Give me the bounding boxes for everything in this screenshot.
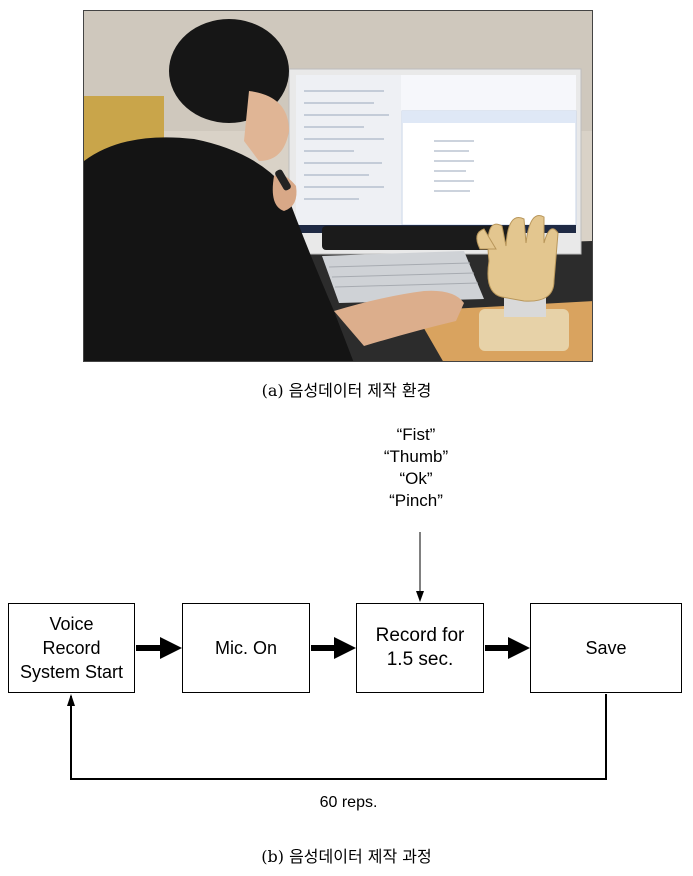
record-box-label: Record for 1.5 sec. [375, 625, 465, 670]
command-word-list: “Fist” “Thumb” “Ok” “Pinch” [316, 424, 516, 512]
voice-record-system-start-box: Voice Record System Start [8, 603, 135, 693]
command-word-ok: “Ok” [399, 469, 433, 488]
mic-on-box: Mic. On [182, 603, 310, 693]
command-word-thumb: “Thumb” [383, 447, 449, 466]
command-word-fist: “Fist” [396, 425, 436, 444]
figure-a-caption: (a) 음성데이터 제작 환경 [261, 381, 432, 400]
save-box-label: Save [585, 638, 627, 658]
record-box: Record for 1.5 sec. [356, 603, 484, 693]
figure-b-caption: (b) 음성데이터 제작 과정 [261, 847, 432, 866]
words-to-record-arrowhead [416, 591, 424, 602]
recording-environment-photo [83, 10, 593, 362]
mic-box-label: Mic. On [214, 638, 277, 658]
repeat-loop-arrowhead [67, 694, 75, 706]
command-word-pinch: “Pinch” [389, 491, 443, 510]
repeat-loop-line [70, 694, 607, 780]
start-to-mic-arrow [136, 637, 182, 659]
save-box: Save [530, 603, 682, 693]
record-to-save-arrow [485, 637, 530, 659]
loop-count-label: 60 reps. [319, 794, 378, 811]
mic-to-record-arrow [311, 637, 356, 659]
start-box-label: Voice Record System Start [19, 614, 124, 682]
